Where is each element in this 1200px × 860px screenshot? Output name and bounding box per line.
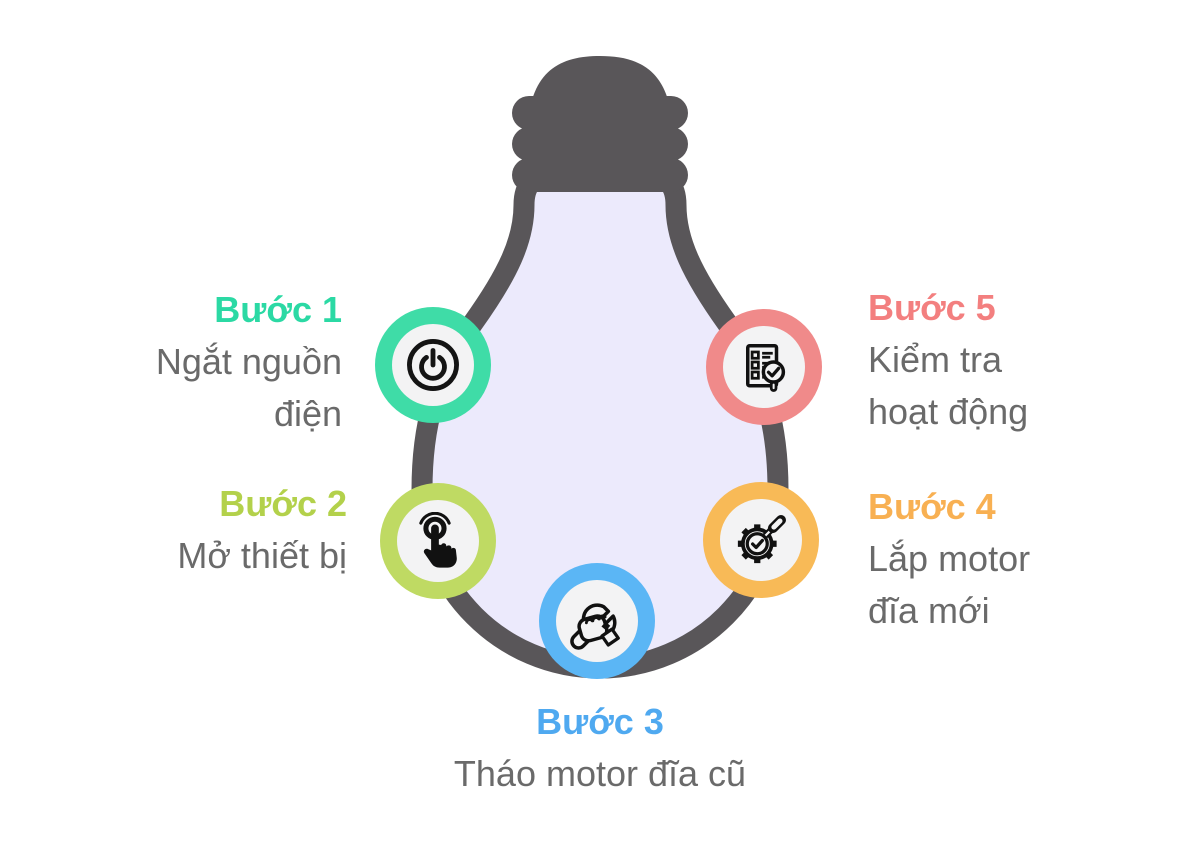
step4-circle — [703, 482, 819, 598]
step2-circle — [380, 483, 496, 599]
step4-description-line: Lắp motor — [868, 538, 1031, 579]
step5-label: Bước 5 — [868, 287, 996, 328]
step5-circle — [706, 309, 822, 425]
step5-icon-wrap — [723, 326, 805, 408]
step5-description-line: Kiểm tra — [868, 339, 1003, 380]
gear-screwdriver-icon — [737, 515, 786, 564]
touch-icon — [419, 512, 457, 568]
repair-tools-icon — [570, 603, 620, 650]
step2-text-block: Bước 2 Mở thiết bị — [177, 478, 347, 582]
step5-description-line: hoạt động — [868, 391, 1029, 432]
checklist-magnifier-icon — [746, 344, 786, 392]
step3-label: Bước 3 — [536, 701, 664, 742]
step4-label: Bước 4 — [868, 486, 996, 527]
power-icon — [407, 339, 459, 391]
step1-icon-wrap — [392, 324, 474, 406]
step4-description-line: đĩa mới — [868, 590, 990, 631]
step3-icon-wrap — [556, 580, 638, 662]
step5-text-block: Bước 5 Kiểm tra hoạt động — [868, 282, 1028, 438]
step1-circle — [375, 307, 491, 423]
step2-description-line: Mở thiết bị — [177, 535, 347, 576]
step4-icon-wrap — [720, 499, 802, 581]
step3-description-line: Tháo motor đĩa cũ — [453, 753, 747, 794]
step1-text-block: Bước 1 Ngắt nguồn điện — [156, 284, 342, 440]
step1-description-line: Ngắt nguồn — [155, 341, 342, 382]
step3-circle — [539, 563, 655, 679]
step2-label: Bước 2 — [219, 483, 347, 524]
step1-label: Bước 1 — [214, 289, 342, 330]
bulb-screw-base — [512, 56, 688, 192]
step1-description-line: điện — [273, 393, 342, 434]
step2-icon-wrap — [397, 500, 479, 582]
step4-text-block: Bước 4 Lắp motor đĩa mới — [868, 481, 1030, 637]
step3-text-block: Bước 3 Tháo motor đĩa cũ — [400, 696, 800, 800]
